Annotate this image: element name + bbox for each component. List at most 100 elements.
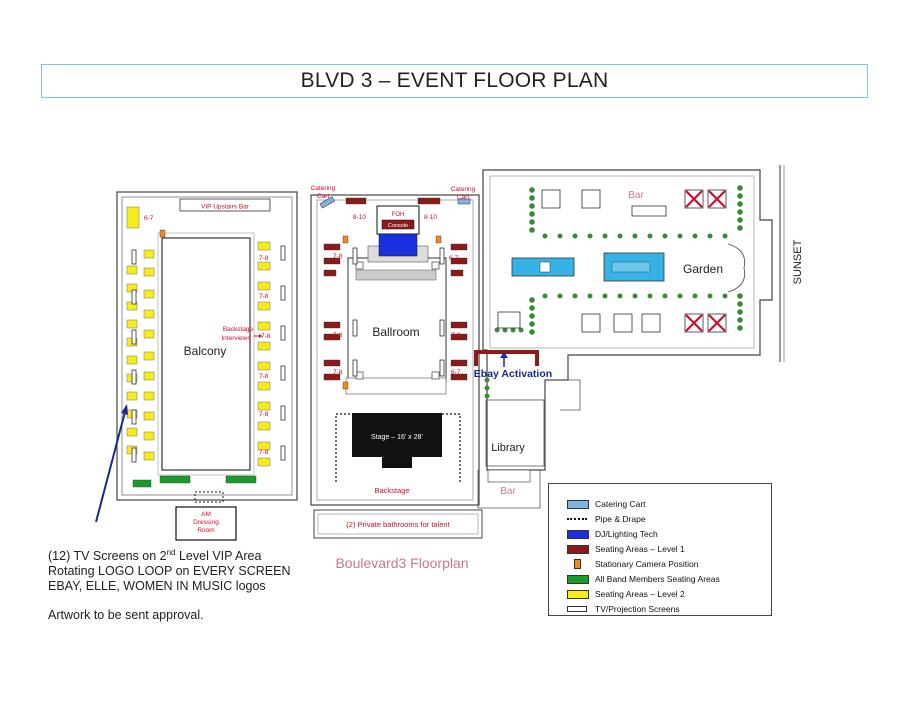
legend-item: Stationary Camera Position — [574, 558, 699, 570]
vip-upstairs-bar — [179, 198, 271, 212]
garden-section: SUNSET — [474, 165, 804, 509]
legend-item: Catering Cart — [567, 498, 646, 510]
private-bathrooms-label: (2) Private bathrooms for talent — [346, 520, 450, 529]
seat-number-7-8-b: 7-8 — [259, 293, 269, 300]
level1-seats-ballroom — [323, 197, 468, 381]
backstage-label: Backstage — [374, 486, 409, 495]
am-dressing-room — [175, 506, 237, 541]
catering-cart-left — [319, 196, 335, 209]
legend-label: DJ/Lighting Tech — [595, 529, 658, 539]
notes-block: (12) TV Screens on 2nd Level VIP Area Ro… — [48, 545, 318, 623]
catering-cart-right-label: Catering — [451, 186, 476, 193]
bar-top-label: Bar — [628, 190, 644, 201]
legend-swatch — [567, 530, 589, 539]
notes-line2-a: Rotating LOGO LOOP on EVERY SCREEN EBAY,… — [48, 564, 291, 594]
tv-screens-ballroom — [352, 247, 445, 377]
seat-number-8-10-a: 8-10 — [353, 214, 366, 221]
seat-number-6-7-b: 6-7 — [451, 369, 461, 376]
seat-number-8-10-b: 8-10 — [424, 214, 437, 221]
legend-label: TV/Projection Screens — [595, 604, 680, 614]
legend-item: All Band Members Seating Areas — [567, 573, 720, 585]
seat-number-7-8-e: 7-8 — [259, 411, 269, 418]
seat-number-7-8-a: 7-8 — [259, 255, 269, 262]
legend-label: Pipe & Drape — [595, 514, 646, 524]
library — [485, 399, 545, 467]
catering-cart-left-label: Catering — [311, 185, 336, 192]
balcony-label: Balcony — [184, 344, 227, 358]
garden-hedges — [484, 185, 743, 399]
ballroom-label: Ballroom — [372, 325, 419, 339]
notes-artwork: Artwork to be sent approval. — [48, 608, 204, 623]
legend-item: Seating Areas – Level 1 — [567, 543, 685, 555]
balcony-section: VIP Upstairs Bar — [95, 191, 298, 541]
dj-lighting-tech — [378, 233, 418, 257]
notes-line1-prefix: (12) TV Screens on 2 — [48, 549, 167, 564]
camera-positions-ballroom — [342, 235, 442, 390]
legend-swatch — [567, 606, 587, 612]
garden-label: Garden — [683, 262, 723, 276]
catering-cart-left-label-2: Cart — [317, 193, 329, 200]
legend-label: Catering Cart — [595, 499, 646, 509]
legend-item: TV/Projection Screens — [567, 603, 680, 615]
level2-seats-right — [257, 241, 271, 467]
level2-seats-left — [126, 206, 155, 461]
private-bathrooms — [313, 509, 483, 539]
tv-screen-pointer-arrow — [95, 411, 126, 523]
vip-upstairs-bar-label: VIP Upstairs Bar — [201, 204, 250, 211]
seat-number-7-8-i: 7-8 — [451, 332, 461, 339]
tv-screens-balcony — [131, 245, 286, 463]
catering-cart-right — [457, 198, 471, 205]
legend-swatch — [574, 559, 581, 569]
stage — [352, 413, 442, 457]
seat-number-7-8-g: 7-8 — [333, 253, 343, 260]
removed-cabana-marks — [685, 190, 726, 332]
seat-number-7-8-h: 7-8 — [333, 332, 343, 339]
am-dressing-room-label-2: Dressing — [193, 519, 219, 526]
legend-item: Seating Areas – Level 2 — [567, 588, 685, 600]
legend-label: Seating Areas – Level 1 — [595, 544, 685, 554]
legend-label: Stationary Camera Position — [595, 559, 699, 569]
legend-swatch — [567, 590, 589, 599]
legend-swatch — [567, 518, 587, 520]
legend-label: All Band Members Seating Areas — [595, 574, 720, 584]
stage-label: Stage – 16’ x 28’ — [371, 434, 423, 441]
seat-number-7-8-j: 7-8 — [333, 369, 343, 376]
notes-line1-suffix: Level VIP Area — [175, 549, 262, 564]
legend-swatch — [567, 500, 589, 509]
ebay-activation-area — [474, 350, 539, 366]
foh-console-label: FOH — [392, 212, 405, 218]
legend-item: Pipe & Drape — [567, 513, 646, 525]
notes-line1-sup: nd — [166, 548, 176, 557]
legend-swatch — [567, 575, 589, 584]
catering-cart-right-label-2: Cart — [457, 194, 469, 201]
boulevard3-floorplan-label: Boulevard3 Floorplan — [335, 555, 468, 571]
notes-line2-b: logos — [232, 579, 266, 594]
pipe-and-drape-stage — [335, 413, 461, 482]
seat-number-7-8-d: 7-8 — [259, 373, 269, 380]
library-label: Library — [491, 442, 525, 454]
sunset-street-label: SUNSET — [792, 239, 804, 284]
am-dressing-room-label: AM — [201, 511, 211, 518]
backstage-interviews-label-2: Interviews — [221, 335, 251, 342]
legend-item: DJ/Lighting Tech — [567, 528, 658, 540]
seat-number-6-7-balcony: 6-7 — [144, 215, 154, 222]
ballroom-section: FOH Console Catering Cart Catering Cart — [310, 185, 483, 571]
seat-number-6-7-a: 6-7 — [449, 255, 459, 262]
am-dressing-room-label-3: Room — [197, 527, 214, 534]
backstage-interviews-label: Backstage — [223, 326, 254, 333]
seat-number-7-8-c: 7-8 — [261, 333, 271, 340]
legend-swatch — [567, 545, 589, 554]
band-seating-balcony — [132, 475, 257, 488]
ebay-activation-label: Ebay Activation — [474, 368, 552, 380]
legend-label: Seating Areas – Level 2 — [595, 589, 685, 599]
notes-tv-screens: (12) TV Screens on 2nd Level VIP Area — [48, 545, 318, 564]
page-title: BLVD 3 – EVENT FLOOR PLAN — [300, 69, 609, 92]
notes-logo-loop: Rotating LOGO LOOP on EVERY SCREEN EBAY,… — [48, 564, 318, 594]
camera-position-balcony — [159, 229, 166, 238]
title-box: BLVD 3 – EVENT FLOOR PLAN — [41, 64, 868, 98]
bar-bottom-label: Bar — [500, 486, 516, 497]
foh-console-label-2: Console — [388, 223, 408, 229]
seat-number-7-8-f: 7-8 — [259, 449, 269, 456]
